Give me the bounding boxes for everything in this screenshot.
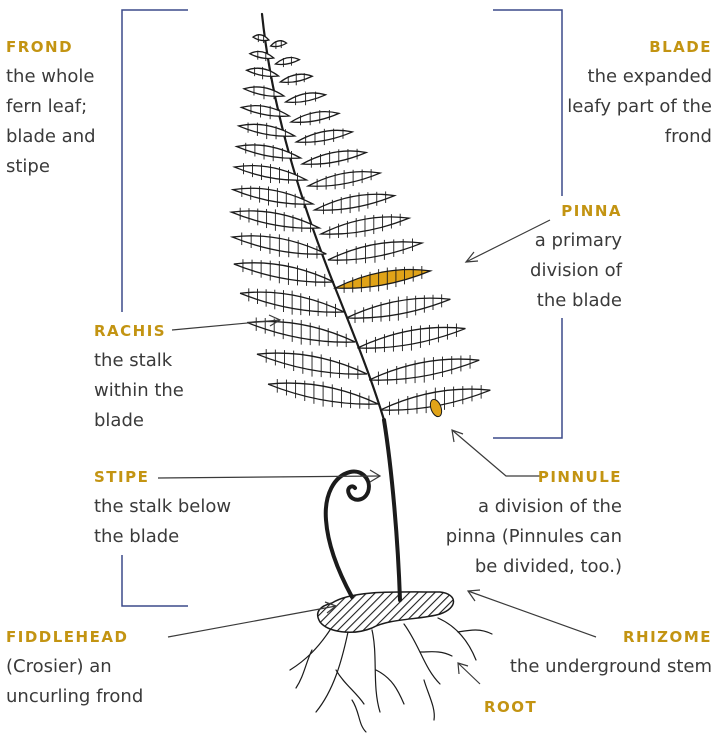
pinnule-description: a division of the pinna (Pinnules can be…	[444, 492, 622, 582]
rachis-title: RACHIS	[94, 316, 204, 346]
root-label: ROOT	[484, 692, 564, 722]
pinna-right	[291, 112, 339, 123]
stipe-stalk	[384, 420, 400, 600]
pinna-left	[237, 145, 301, 158]
frond-title: FROND	[6, 32, 124, 62]
pinna-right	[271, 41, 287, 47]
frond-label: FROND the whole fern leaf; blade and sti…	[6, 32, 124, 182]
pinna-description: a primary division of the blade	[506, 226, 622, 316]
pinna-left	[234, 263, 334, 282]
rachis-label: RACHIS the stalk within the blade	[94, 316, 204, 436]
pinna-left	[253, 35, 269, 41]
pinnule-label: PINNULE a division of the pinna (Pinnule…	[444, 462, 622, 582]
rhizome-shape	[318, 592, 454, 632]
blade-description: the expanded leafy part of the frond	[556, 62, 712, 152]
rhizome-label: RHIZOME the underground stem	[456, 622, 712, 682]
rhizome-mass	[318, 592, 454, 632]
pinna-left	[250, 51, 274, 58]
stipe-label: STIPE the stalk below the blade	[94, 462, 254, 552]
fiddlehead-stem	[326, 472, 369, 597]
pinna-right	[275, 57, 299, 64]
root-title: ROOT	[484, 692, 564, 722]
rachis-description: the stalk within the blade	[94, 346, 204, 436]
blade-title: BLADE	[556, 32, 712, 62]
pinnule-title: PINNULE	[444, 462, 622, 492]
frond-description: the whole fern leaf; blade and stipe	[6, 62, 124, 182]
pinna-title: PINNA	[506, 196, 622, 226]
fiddlehead-label: FIDDLEHEAD (Crosier) an uncurling frond	[6, 622, 156, 712]
pinnae-group	[231, 34, 490, 418]
fiddlehead-title: FIDDLEHEAD	[6, 622, 156, 652]
pinna-highlighted	[335, 270, 430, 289]
pinna-label: PINNA a primary division of the blade	[506, 196, 622, 316]
stipe-description: the stalk below the blade	[94, 492, 254, 552]
rhizome-description: the underground stem	[456, 652, 712, 682]
pinna-right	[315, 194, 395, 210]
blade-label: BLADE the expanded leafy part of the fro…	[556, 32, 712, 152]
pinna-left	[241, 106, 289, 117]
pinna-right	[302, 151, 366, 164]
rhizome-title: RHIZOME	[456, 622, 712, 652]
fiddlehead-description: (Crosier) an uncurling frond	[6, 652, 156, 712]
stipe-title: STIPE	[94, 462, 254, 492]
